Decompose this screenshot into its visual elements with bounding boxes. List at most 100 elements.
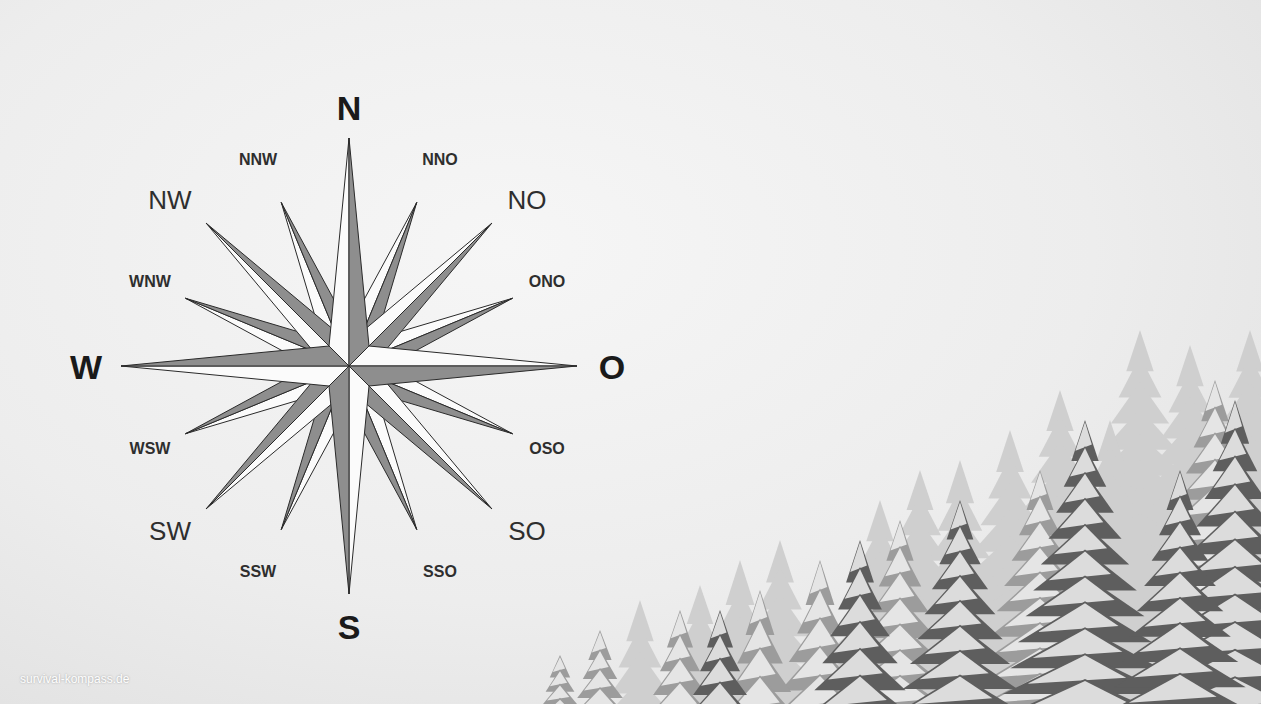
compass-point-dark	[206, 366, 349, 509]
compass-point-dark	[349, 366, 492, 509]
secondary-direction: ONO	[529, 274, 565, 290]
tree-branch	[572, 687, 629, 704]
tree-snow	[890, 522, 906, 551]
compass-point-light	[349, 223, 492, 366]
tree-snow	[880, 574, 915, 603]
tree-snow	[834, 623, 879, 653]
compass-rose	[121, 138, 577, 594]
tree-snow	[1075, 422, 1091, 451]
tree-snow	[1134, 649, 1213, 677]
tree-snow	[925, 627, 985, 655]
tree-snow	[1054, 526, 1107, 555]
tree-snow	[1208, 485, 1254, 516]
compass-point-light	[349, 366, 369, 594]
tree-branch	[537, 698, 583, 704]
tree-snow	[1049, 552, 1111, 581]
tree-branch	[686, 681, 754, 704]
secondary-direction: NNO	[422, 152, 458, 168]
tree-snow	[946, 527, 971, 555]
cardinal-direction: S	[338, 610, 361, 644]
tree-snow	[1165, 497, 1190, 525]
tree-snow	[1200, 408, 1226, 437]
tree-snow	[1214, 457, 1251, 488]
compass-point-light	[206, 366, 349, 509]
tree-snow	[1171, 472, 1187, 500]
tree-snow	[1027, 655, 1126, 684]
tree-snow	[920, 652, 989, 680]
snowy-forest	[537, 330, 1261, 704]
tree-snow	[1160, 523, 1194, 551]
tree-snow	[885, 548, 910, 577]
tree-snow	[592, 632, 606, 653]
secondary-direction: SSO	[423, 564, 457, 580]
tree-snow	[661, 660, 693, 686]
tree-snow	[1219, 430, 1246, 461]
tree-snow	[588, 651, 609, 672]
intercardinal-direction: SO	[508, 518, 546, 544]
tree-branch	[1107, 673, 1253, 704]
tree-snow	[696, 683, 737, 704]
tree-snow	[804, 591, 831, 623]
pine-tree	[806, 540, 913, 704]
compass-point-light	[206, 223, 349, 366]
compass-point-light	[121, 366, 349, 386]
tree-snow	[750, 592, 767, 624]
secondary-direction: WNW	[129, 274, 171, 290]
cardinal-direction: N	[337, 91, 362, 125]
tree-snow	[1197, 540, 1261, 571]
tree-snow	[940, 552, 974, 580]
tree-snow	[1205, 382, 1221, 411]
tree-snow	[1033, 629, 1123, 658]
tree-snow	[1038, 603, 1119, 632]
compass-point-dark	[121, 346, 349, 366]
tree-snow	[1070, 448, 1096, 477]
cardinal-direction: O	[599, 350, 625, 384]
cardinal-direction: W	[70, 350, 102, 384]
tree-snow	[1155, 548, 1198, 576]
tree-snow	[1150, 573, 1202, 601]
compass-point-dark	[349, 366, 577, 386]
tree-branch	[806, 675, 913, 704]
tree-snow	[845, 569, 871, 599]
pine-tree	[1117, 380, 1261, 704]
compass-point-light	[349, 346, 577, 366]
tree-snow	[550, 671, 567, 686]
pine-tree	[1107, 470, 1253, 704]
tree-snow	[930, 602, 981, 630]
tree-snow	[1129, 675, 1217, 703]
tree-snow	[935, 577, 977, 605]
secondary-direction: OSO	[529, 441, 565, 457]
tree-snow	[951, 502, 967, 530]
intercardinal-direction: NW	[148, 187, 191, 213]
tree-snow	[544, 700, 571, 704]
tree-snow	[1020, 523, 1054, 551]
tree-snow	[1225, 402, 1242, 433]
intercardinal-direction: NO	[508, 187, 547, 213]
tree-snow	[1043, 577, 1114, 606]
tree-branch	[938, 487, 982, 530]
tree-snow	[656, 683, 697, 704]
tree-branch	[895, 675, 1025, 704]
secondary-direction: NNW	[239, 152, 277, 168]
tree-snow	[701, 660, 733, 686]
compass-point-dark	[329, 366, 349, 594]
tree-snow	[706, 636, 730, 662]
compass-point-dark	[349, 138, 369, 366]
compass-point-dark	[206, 223, 349, 366]
tree-snow	[839, 596, 875, 626]
intercardinal-direction: SW	[149, 518, 191, 544]
tree-snow	[798, 619, 835, 651]
tree-snow	[671, 612, 687, 638]
pine-tree	[895, 500, 1025, 704]
pine-tree	[686, 610, 754, 704]
pine-tree	[572, 630, 629, 704]
tree-snow	[547, 686, 569, 701]
compass-point-light	[329, 138, 349, 366]
tree-snow	[584, 670, 611, 691]
tree-snow	[1144, 599, 1205, 627]
tree-snow	[666, 636, 690, 662]
pine-tree	[537, 655, 583, 704]
tree-snow	[738, 649, 775, 681]
tree-snow	[828, 650, 883, 680]
